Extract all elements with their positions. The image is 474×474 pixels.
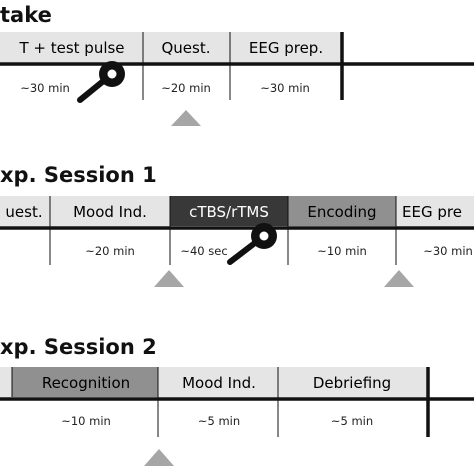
block-label: Recognition — [42, 374, 130, 392]
section-session-2: xp. Session 2 Recognition Mood Ind. Debr… — [0, 335, 474, 466]
block-duration: ~5 min — [331, 414, 373, 428]
block-duration: ~20 min — [85, 244, 135, 258]
block-background — [288, 196, 396, 226]
block-duration: ~10 min — [317, 244, 367, 258]
section-title: take — [0, 3, 52, 27]
block-label: Mood Ind. — [73, 203, 147, 221]
block-label: T + test pulse — [18, 39, 124, 57]
block-label: Encoding — [307, 203, 376, 221]
section-intake: take T + test pulse Quest. EEG prep. ~30… — [0, 3, 474, 126]
block-label: Quest. — [161, 39, 210, 57]
tms-coil-icon — [77, 61, 125, 103]
block-duration: ~10 min — [61, 414, 111, 428]
block-background — [0, 196, 50, 226]
block-label: EEG pre — [402, 203, 462, 221]
block-background — [0, 32, 342, 62]
section-title: xp. Session 2 — [0, 335, 157, 359]
recording-marker — [154, 270, 184, 287]
block-background — [12, 367, 158, 397]
block-label: EEG prep. — [249, 39, 323, 57]
block-label: uest. — [5, 203, 42, 221]
recording-marker — [384, 270, 414, 287]
recording-marker — [144, 449, 174, 466]
block-background — [170, 196, 288, 226]
section-session-1: xp. Session 1 uest. Mood Ind. cTBS/rTMS … — [0, 163, 474, 287]
block-label: cTBS/rTMS — [189, 203, 269, 221]
block-background — [396, 196, 474, 226]
recording-marker — [171, 110, 201, 126]
block-duration: ~20 min — [161, 81, 211, 95]
tms-coil-icon — [227, 223, 277, 265]
block-label: Debriefing — [313, 374, 391, 392]
block-label: Mood Ind. — [182, 374, 256, 392]
block-duration: ~30 min — [423, 244, 473, 258]
block-background — [158, 367, 278, 397]
block-duration: ~5 min — [198, 414, 240, 428]
block-background — [50, 196, 170, 226]
block-background — [0, 367, 12, 397]
block-duration: ~30 min — [20, 81, 70, 95]
section-title: xp. Session 1 — [0, 163, 157, 187]
block-duration: ~30 min — [260, 81, 310, 95]
block-duration: ~40 sec — [180, 244, 227, 258]
block-background — [278, 367, 428, 397]
